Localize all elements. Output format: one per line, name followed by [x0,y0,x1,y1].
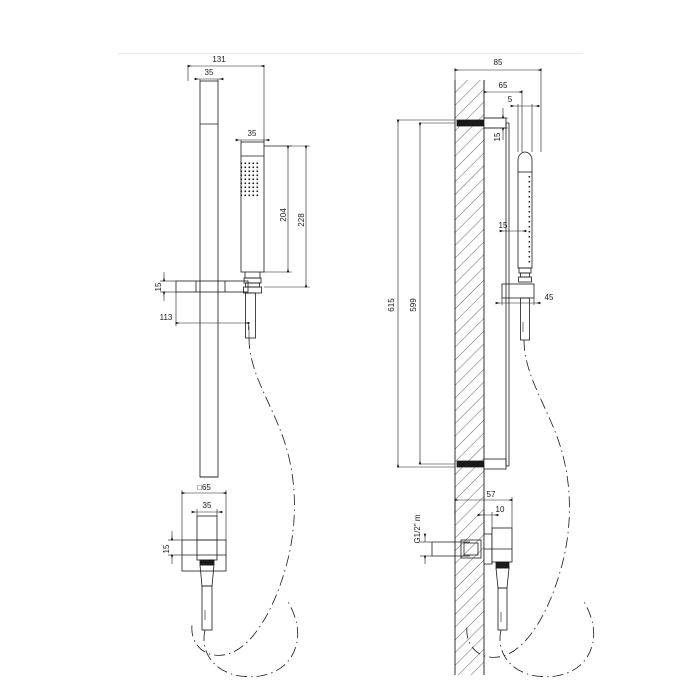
dim-label-fe-35-rail: 35 [205,68,214,77]
spray-face-grid [240,162,259,197]
dim-label-ss-85: 85 [494,58,503,67]
dim-labels-outlet-detail-side: 57 10 G1/2" m [413,490,505,544]
slide-rail-side [505,122,510,467]
handset-body [240,141,265,339]
dim-label-ss-65: 65 [499,81,508,90]
dims-outlet-detail-side [420,497,513,564]
dim-label-fe-35-handset: 35 [248,129,257,138]
outlet-body [196,515,218,561]
view-outlet-detail-front [181,515,299,678]
dim-label-fe-204: 204 [279,208,288,222]
dim-label-ss-15-mid: 15 [499,221,508,230]
dim-label-ss-615: 615 [387,298,396,312]
hose-curve-front [191,337,295,656]
dim-label-os-57: 57 [487,490,496,499]
dim-label-fe-113: 113 [160,313,173,322]
hose-curve-outlet-front [203,599,299,678]
slide-bracket [175,280,249,293]
handset-side [501,151,535,341]
view-front-elevation [175,80,295,656]
dim-label-fe-131: 131 [212,55,226,64]
dims-side-section [396,68,542,468]
dim-label-os-thread: G1/2" m [413,514,422,543]
dim-label-od-65: □65 [197,483,211,492]
hose-curve-outlet-side [499,599,595,678]
spray-holes-side [528,176,531,263]
dim-label-fe-228: 228 [297,213,306,227]
outlet-body-side [483,527,513,631]
dim-label-od-35: 35 [203,501,212,510]
view-side-section [454,80,570,675]
dim-label-ss-599: 599 [409,298,418,312]
dim-labels-front-elevation: 131 35 35 204 228 15 113 [154,55,306,322]
dim-label-ss-5: 5 [508,95,513,104]
inlet-pipe [431,539,482,559]
dim-label-os-10: 10 [496,505,505,514]
view-outlet-detail-side [431,527,595,678]
dim-labels-outlet-detail-front: □65 35 15 [162,483,212,553]
escutcheon-plate [181,539,227,572]
dim-label-ss-45: 45 [545,293,554,302]
dims-front-elevation [160,64,310,338]
hose-gland-front [199,559,215,631]
hose-curve-side [466,339,570,658]
wall-section [454,80,485,675]
dim-labels-side-section: 85 65 5 15 15 615 599 45 [387,58,554,312]
dim-label-od-15: 15 [162,544,171,553]
dims-outlet-detail-front [168,490,227,564]
dim-label-fe-15: 15 [154,282,163,291]
slide-rail [199,80,219,478]
dim-label-ss-15-top: 15 [493,132,502,141]
